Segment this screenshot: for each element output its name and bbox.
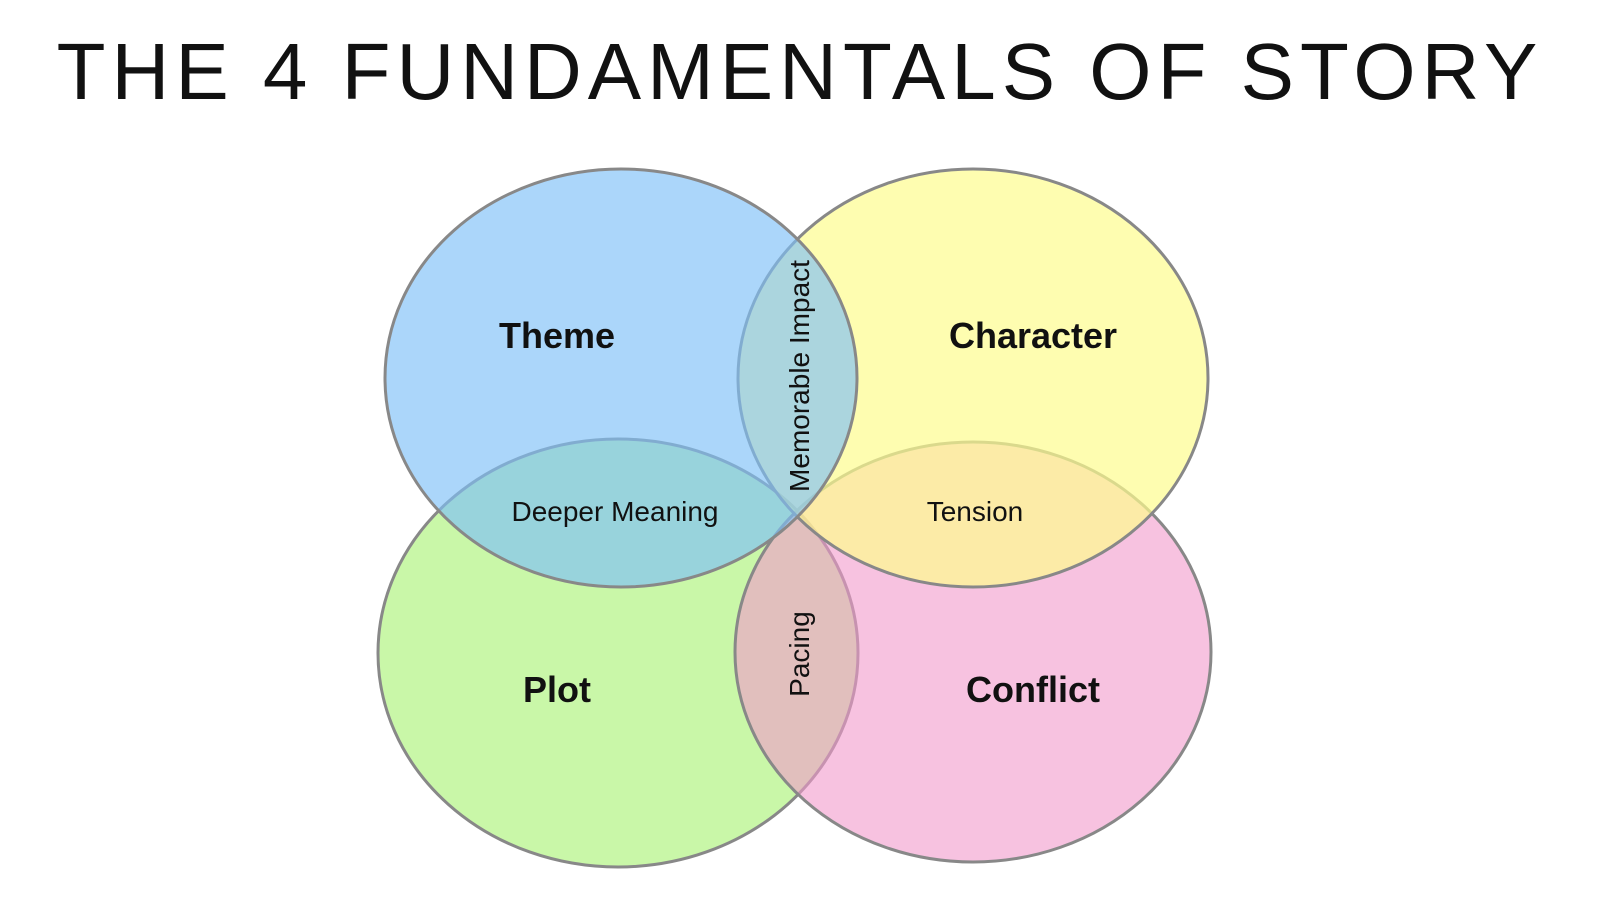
label-theme: Theme: [499, 315, 615, 356]
label-conflict: Conflict: [966, 669, 1100, 710]
label-character: Character: [949, 315, 1117, 356]
overlap-deeper-meaning: Deeper Meaning: [511, 496, 718, 527]
overlap-memorable-impact: Memorable Impact: [784, 260, 815, 492]
overlap-tension: Tension: [927, 496, 1024, 527]
label-plot: Plot: [523, 669, 591, 710]
circle-theme: [383, 167, 859, 589]
page-title: THE 4 FUNDAMENTALS OF STORY: [56, 27, 1544, 116]
overlap-pacing: Pacing: [784, 611, 815, 697]
